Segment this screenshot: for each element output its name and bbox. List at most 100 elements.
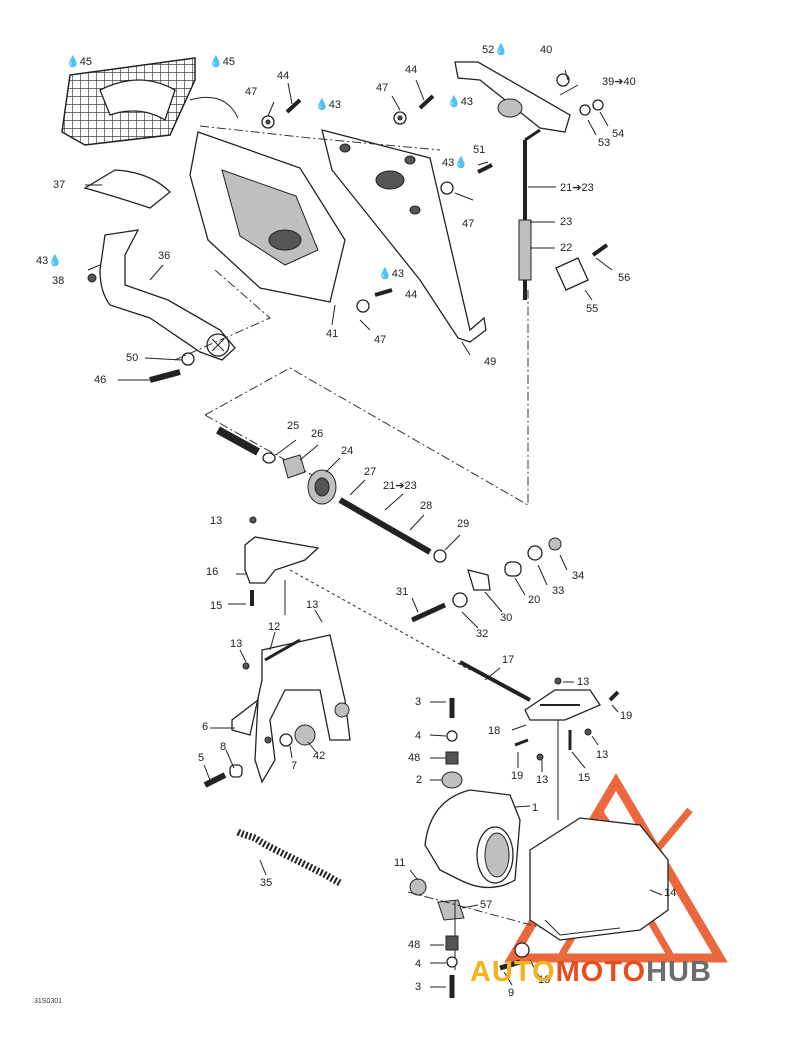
callout-36: 36 xyxy=(158,250,171,262)
fluid-drop-icon: 💧 xyxy=(66,56,80,68)
callout-27: 27 xyxy=(364,466,377,478)
callout-28: 28 xyxy=(420,500,433,512)
callout-53: 53 xyxy=(598,137,611,149)
callout-41: 41 xyxy=(326,328,339,340)
callout-7: 7 xyxy=(291,760,298,772)
watermark-moto: MOTO xyxy=(555,956,647,988)
callout-33: 33 xyxy=(552,585,565,597)
callout-30: 30 xyxy=(500,612,513,624)
callout-29: 29 xyxy=(457,518,470,530)
fluid-drop-icon: 💧 xyxy=(209,56,223,68)
callout-44a: 44 xyxy=(277,70,290,82)
callout-26: 26 xyxy=(311,428,324,440)
callout-13a: 13 xyxy=(210,515,223,527)
callout-47c: 47 xyxy=(462,218,475,230)
callout-47d: 47 xyxy=(374,334,387,346)
callout-18: 18 xyxy=(488,725,501,737)
callout-4b: 4 xyxy=(415,958,422,970)
callout-47b: 47 xyxy=(376,82,389,94)
callout-52: 52💧 xyxy=(482,44,508,56)
fluid-drop-icon: 💧 xyxy=(315,99,329,111)
fluid-drop-icon: 💧 xyxy=(378,268,392,280)
callout-35: 35 xyxy=(260,877,273,889)
callout-2: 2 xyxy=(416,774,423,786)
callout-9: 9 xyxy=(508,987,515,999)
callout-15a: 15 xyxy=(210,600,223,612)
callout-46: 46 xyxy=(94,374,107,386)
callout-37: 37 xyxy=(53,179,66,191)
callout-3b: 3 xyxy=(415,981,422,993)
callout-22: 22 xyxy=(560,242,573,254)
callout-49: 49 xyxy=(484,356,497,368)
callout-4a: 4 xyxy=(415,730,422,742)
callout-6: 6 xyxy=(202,721,209,733)
callout-19a: 19 xyxy=(620,710,633,722)
plate-part-55 xyxy=(555,257,589,291)
callout-43a: 💧43 xyxy=(315,99,341,111)
callout-12: 12 xyxy=(268,621,281,633)
callout-51: 51 xyxy=(473,144,486,156)
frame-part-6 xyxy=(231,634,351,784)
callout-20: 20 xyxy=(528,594,541,606)
shaft-part-27-28 xyxy=(338,497,432,555)
callout-10: 10 xyxy=(538,974,551,986)
callout-43b: 💧43 xyxy=(447,96,473,108)
callout-31: 31 xyxy=(396,586,409,598)
callout-45a: 💧45 xyxy=(66,56,92,68)
callout-16: 16 xyxy=(206,566,219,578)
pad-part-37 xyxy=(83,169,171,209)
plate-part-49 xyxy=(321,129,487,343)
callout-17: 17 xyxy=(502,654,515,666)
callout-45b: 💧45 xyxy=(209,56,235,68)
callout-50: 50 xyxy=(126,352,139,364)
callout-14: 14 xyxy=(664,887,677,899)
watermark-logo: AUTOMOTOHUB xyxy=(470,956,712,989)
lever-part-52 xyxy=(454,61,571,133)
callout-43e: 💧43 xyxy=(378,268,404,280)
callout-1: 1 xyxy=(532,802,539,814)
watermark-auto: AUTO xyxy=(470,956,556,988)
fluid-drop-icon: 💧 xyxy=(48,255,62,267)
callout-11: 11 xyxy=(394,857,406,869)
fluid-drop-icon: 💧 xyxy=(447,96,461,108)
callout-25: 25 xyxy=(287,420,300,432)
bracket-part-16 xyxy=(244,536,320,584)
callout-13c: 13 xyxy=(230,638,243,650)
callout-43d: 43💧 xyxy=(36,255,62,267)
callout-24: 24 xyxy=(341,445,354,457)
callout-40: 40 xyxy=(540,44,553,56)
callout-21b: 21➔23 xyxy=(383,480,417,492)
callout-43c: 43💧 xyxy=(442,157,468,169)
callout-39: 39➔40 xyxy=(602,76,636,88)
callout-34: 34 xyxy=(572,570,585,582)
callout-42: 42 xyxy=(313,750,326,762)
callout-54: 54 xyxy=(612,128,625,140)
callout-8: 8 xyxy=(220,741,227,753)
link-part-17 xyxy=(459,660,531,702)
watermark-hub: HUB xyxy=(646,956,712,988)
callout-13b: 13 xyxy=(306,599,319,611)
callout-15b: 15 xyxy=(578,772,591,784)
callout-21a: 21➔23 xyxy=(560,182,594,194)
guard-part-14 xyxy=(529,817,669,941)
callout-56: 56 xyxy=(618,272,631,284)
spring-part-35 xyxy=(236,828,342,887)
callout-55: 55 xyxy=(586,303,599,315)
callout-38: 38 xyxy=(52,275,65,287)
callout-57: 57 xyxy=(480,899,493,911)
callout-13e: 13 xyxy=(596,749,609,761)
callout-5: 5 xyxy=(198,752,205,764)
callout-19b: 19 xyxy=(511,770,524,782)
callout-3a: 3 xyxy=(415,696,422,708)
callout-47a: 47 xyxy=(245,86,258,98)
callout-13d: 13 xyxy=(577,676,590,688)
fluid-drop-icon: 💧 xyxy=(454,157,468,169)
callout-23: 23 xyxy=(560,216,573,228)
callout-13f: 13 xyxy=(536,774,549,786)
callout-32: 32 xyxy=(476,628,489,640)
drawing-code: 31S0301 xyxy=(34,998,63,1005)
callout-48a: 48 xyxy=(408,752,421,764)
fluid-drop-icon: 💧 xyxy=(494,44,508,56)
